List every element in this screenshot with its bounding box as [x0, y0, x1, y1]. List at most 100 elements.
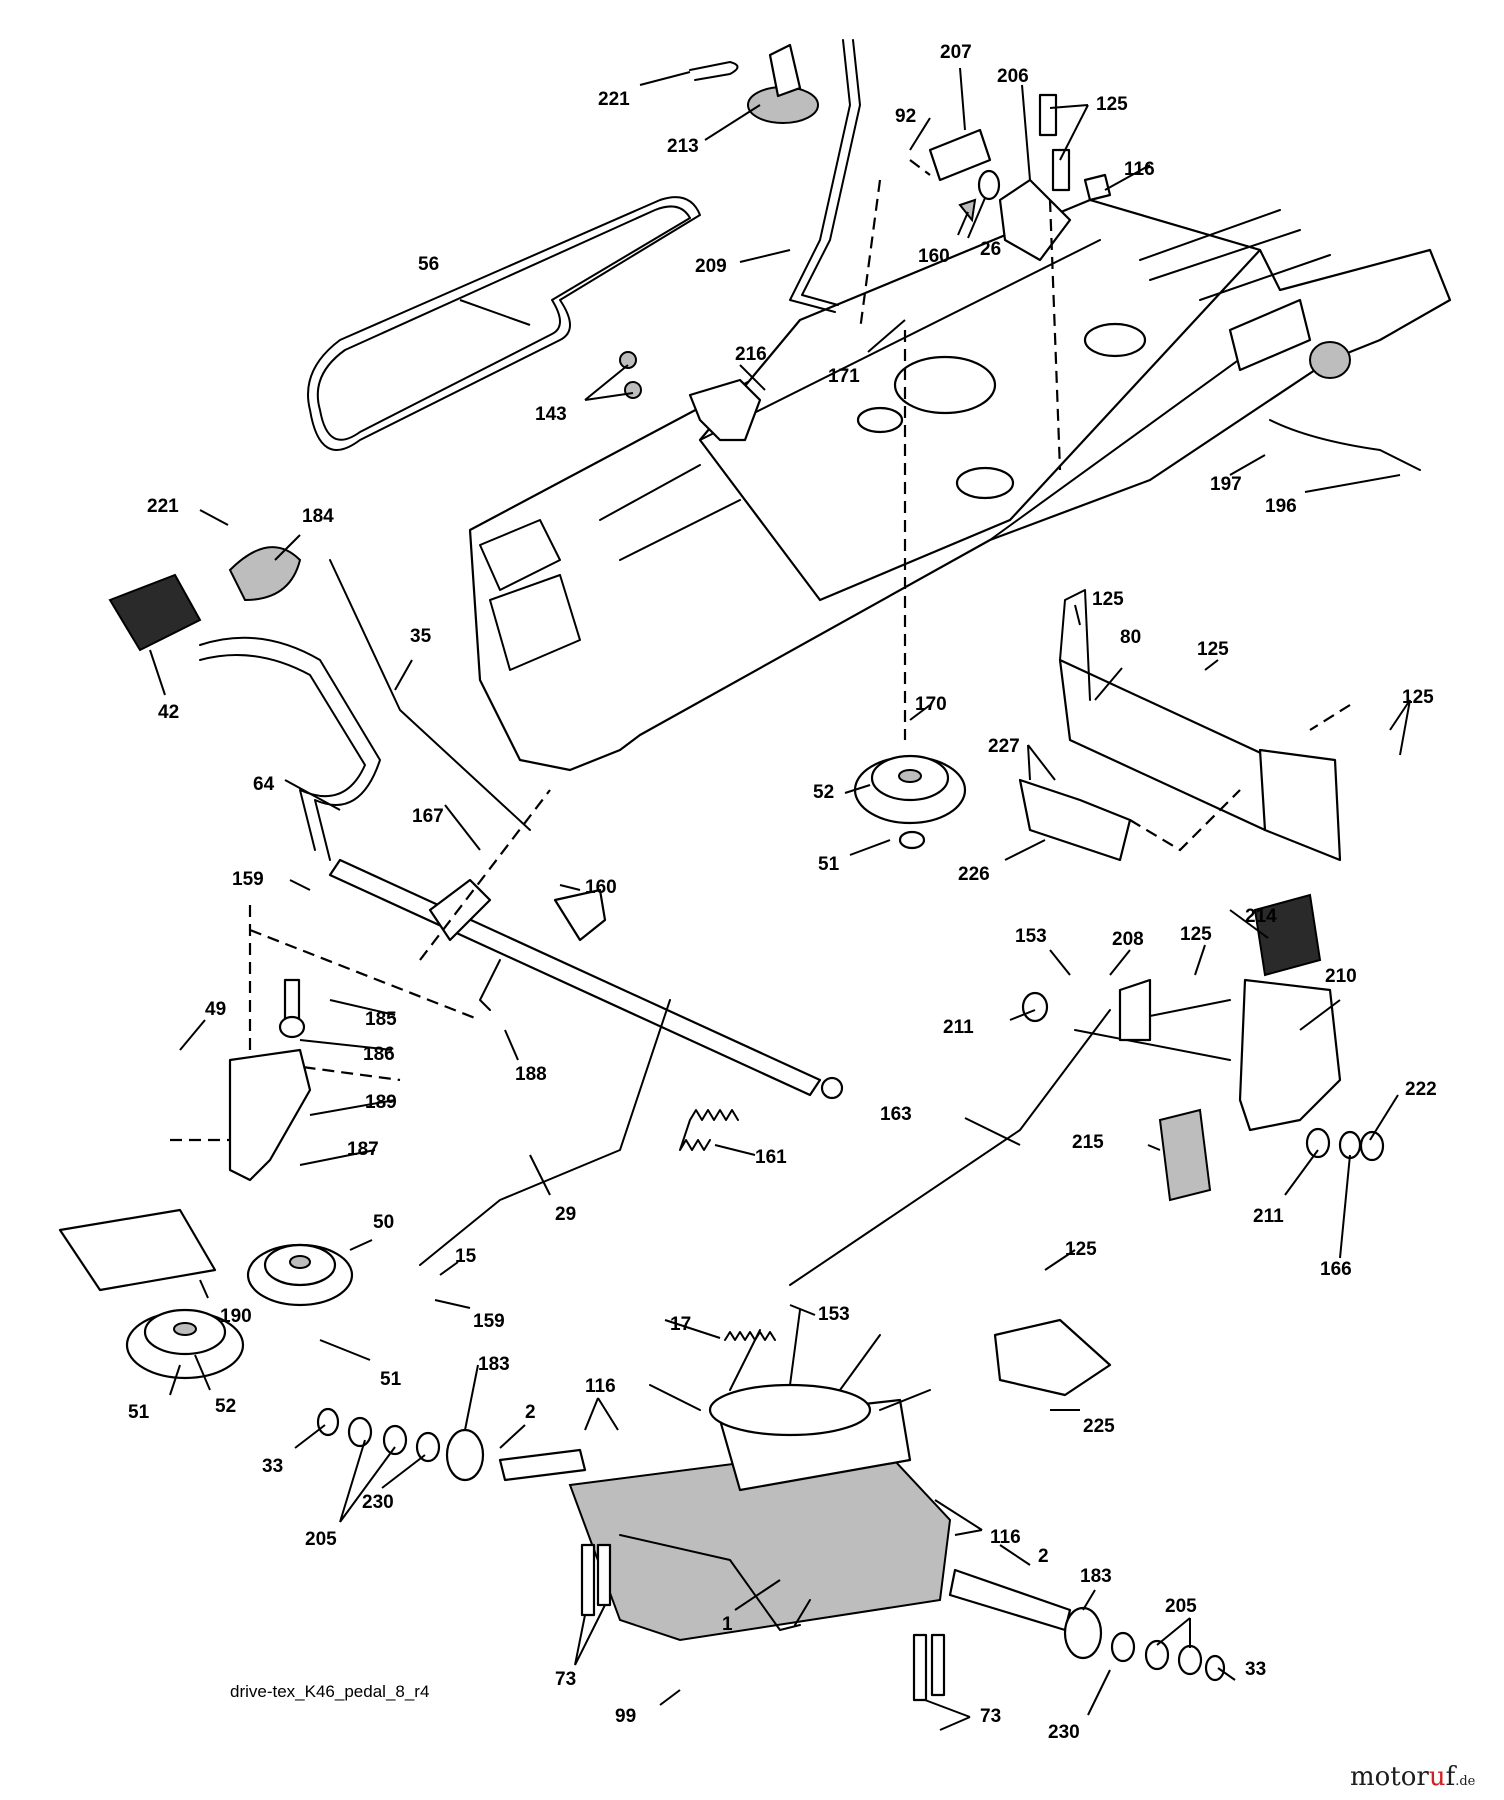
callout-116-mid: 116 — [585, 1376, 616, 1397]
callout-2-right: 2 — [1038, 1546, 1049, 1567]
callout-171: 171 — [828, 366, 860, 387]
callout-73-right: 73 — [980, 1706, 1001, 1727]
hairpin-clip — [689, 61, 739, 81]
callout-225: 225 — [1083, 1416, 1115, 1437]
callout-227: 227 — [988, 736, 1020, 757]
watermark-suffix: .de — [1455, 1774, 1476, 1789]
mounting-bolts — [580, 1543, 946, 1702]
motoruf-watermark: motoruf.de — [1350, 1762, 1475, 1792]
callout-51-mid: 51 — [380, 1369, 402, 1390]
callout-159-bottom: 159 — [473, 1311, 505, 1332]
tractor-frame — [468, 198, 1452, 772]
assembly-guide-left — [170, 789, 551, 1142]
callout-2-left: 2 — [525, 1402, 536, 1423]
spring-161 — [679, 1109, 739, 1151]
callout-209: 209 — [695, 256, 727, 277]
callout-213: 213 — [667, 136, 699, 157]
callout-26: 26 — [980, 239, 1001, 260]
callout-205-right: 205 — [1165, 1596, 1197, 1617]
callout-210: 210 — [1325, 966, 1357, 987]
callout-153-top: 153 — [1015, 926, 1047, 947]
callout-190: 190 — [220, 1306, 252, 1327]
idler-plate — [228, 978, 312, 1182]
callout-50: 50 — [373, 1212, 394, 1233]
callout-183-right: 183 — [1080, 1566, 1112, 1587]
callout-183-left: 183 — [478, 1354, 510, 1375]
lever-bracket — [619, 351, 762, 442]
callout-125-bracket-a: 125 — [1092, 589, 1124, 610]
callout-160-top: 160 — [918, 246, 950, 267]
callout-64: 64 — [253, 774, 275, 795]
rod-cap — [228, 546, 302, 602]
callout-116-right: 116 — [990, 1527, 1021, 1548]
callout-189: 189 — [365, 1092, 397, 1113]
callout-125-bracket-b: 125 — [1197, 639, 1229, 660]
callout-49: 49 — [205, 999, 226, 1020]
pedal-pad-214 — [1253, 893, 1322, 977]
idler-pulley-50 — [246, 1243, 354, 1307]
callout-143: 143 — [535, 404, 567, 425]
callout-51-top: 51 — [818, 854, 840, 875]
callout-125-bracket-c: 125 — [1402, 687, 1434, 708]
assembly-guide-top — [858, 159, 1062, 740]
callout-230-right: 230 — [1048, 1722, 1080, 1743]
callout-163: 163 — [880, 1104, 912, 1125]
belt-guide-190 — [58, 1208, 217, 1292]
callout-33-right: 33 — [1245, 1659, 1266, 1680]
callout-188: 188 — [515, 1064, 547, 1085]
pedal-pad-215 — [1158, 1108, 1212, 1202]
callout-125-top: 125 — [1096, 94, 1128, 115]
linkage-plates — [428, 878, 607, 1011]
callout-187: 187 — [347, 1139, 379, 1160]
diagram-caption: drive-tex_K46_pedal_8_r4 — [230, 1682, 430, 1701]
callout-170: 170 — [915, 694, 947, 715]
assembly-guide-right — [1129, 704, 1351, 852]
callout-186: 186 — [363, 1044, 395, 1065]
callout-1: 1 — [722, 1614, 733, 1635]
control-rod-163 — [789, 1009, 1111, 1286]
pulley-52-top — [853, 754, 967, 850]
callout-211-left: 211 — [943, 1017, 974, 1038]
control-rod-29 — [419, 999, 671, 1266]
callout-161: 161 — [755, 1147, 787, 1168]
callout-125-lower: 125 — [1065, 1239, 1097, 1260]
callout-222: 222 — [1405, 1079, 1437, 1100]
callout-206: 206 — [997, 66, 1029, 87]
steering-handle — [108, 573, 381, 861]
watermark-text-b: f — [1445, 1762, 1456, 1792]
callout-197: 197 — [1210, 474, 1242, 495]
callout-208: 208 — [1112, 929, 1144, 950]
callout-29: 29 — [555, 1204, 576, 1225]
lever-knob — [747, 43, 819, 124]
callout-205-left: 205 — [305, 1529, 337, 1550]
callout-leaders — [149, 67, 1411, 1731]
callout-167: 167 — [412, 806, 444, 827]
callout-159-top: 159 — [232, 869, 264, 890]
callout-185: 185 — [365, 1009, 397, 1030]
callout-226: 226 — [958, 864, 990, 885]
bracket-225 — [993, 1318, 1112, 1397]
callout-211-right: 211 — [1253, 1206, 1284, 1227]
callout-80: 80 — [1120, 627, 1141, 648]
brake-rod — [329, 559, 531, 831]
drive-belt — [307, 196, 701, 451]
lift-lever-rod — [789, 39, 861, 313]
callout-35: 35 — [410, 626, 432, 647]
transaxle — [498, 1309, 1072, 1642]
callout-42: 42 — [158, 702, 179, 723]
bracket-226 — [1018, 778, 1132, 862]
pedal-mount-bracket — [1058, 589, 1342, 862]
callout-51-bottom: 51 — [128, 1402, 150, 1423]
callout-160-mid: 160 — [585, 877, 617, 898]
callout-216: 216 — [735, 344, 767, 365]
spring-17 — [724, 1331, 776, 1341]
callout-56: 56 — [418, 254, 439, 275]
callout-33-left: 33 — [262, 1456, 283, 1477]
callout-214: 214 — [1245, 906, 1277, 927]
watermark-accent: u — [1428, 1762, 1446, 1792]
callout-17: 17 — [670, 1314, 691, 1335]
callout-116-top: 116 — [1124, 159, 1155, 180]
callout-221-top: 221 — [598, 89, 630, 110]
axle-washers — [316, 1407, 1226, 1682]
